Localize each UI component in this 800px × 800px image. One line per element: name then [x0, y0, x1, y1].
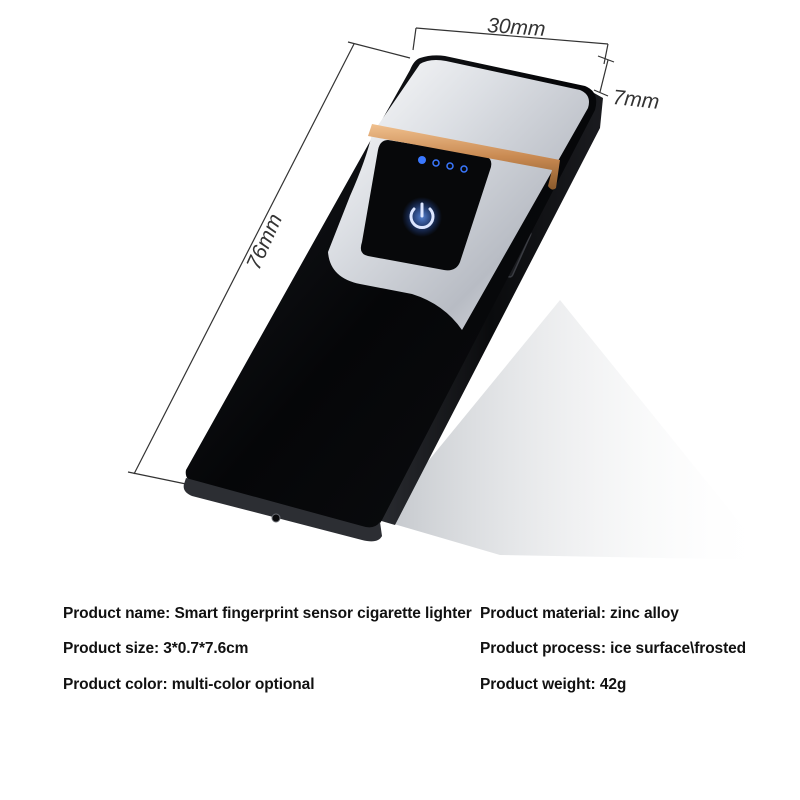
spec-key: Product color [63, 676, 163, 693]
spec-value: 42g [599, 676, 627, 693]
floor-shadow [380, 300, 770, 560]
dimension-lines [127, 27, 615, 485]
spec-product-material: Product material: zinc alloy [480, 605, 679, 622]
ignition-hole [271, 513, 281, 523]
dimension-width-label: 30mm [486, 14, 547, 42]
dimension-depth-label: 7mm [611, 86, 661, 114]
spec-value: 3*0.7*7.6cm [163, 640, 249, 657]
spec-product-size: Product size: 3*0.7*7.6cm [63, 640, 249, 657]
spec-value: Smart fingerprint sensor cigarette light… [174, 605, 472, 622]
spec-key: Product weight [480, 676, 591, 693]
spec-value: zinc alloy [610, 605, 679, 622]
spec-key: Product name [63, 605, 166, 622]
spec-value: ice surface\frosted [610, 640, 747, 657]
spec-product-process: Product process: ice surface\frosted [480, 640, 747, 657]
spec-product-color: Product color: multi-color optional [63, 676, 315, 693]
spec-key: Product size [63, 640, 154, 657]
power-icon [402, 197, 442, 237]
spec-value: multi-color optional [171, 676, 315, 693]
spec-product-name: Product name: Smart fingerprint sensor c… [63, 605, 472, 622]
battery-led-dots [418, 156, 468, 173]
gold-band [368, 124, 560, 190]
bottom-cap [183, 478, 382, 542]
spec-key: Product material [480, 605, 601, 622]
spec-product-weight: Product weight: 42g [480, 676, 627, 693]
spec-key: Product process [480, 640, 601, 657]
